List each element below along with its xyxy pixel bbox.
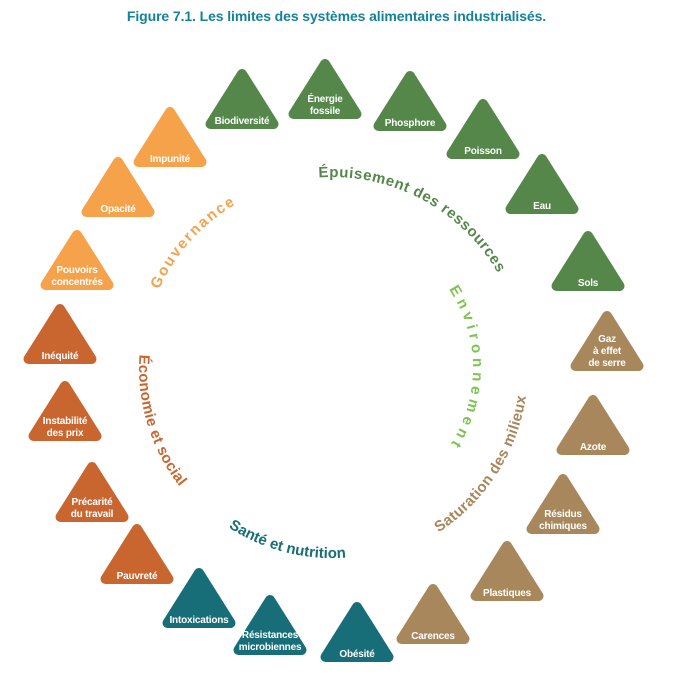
limit-label: Inéquité [42,351,79,362]
limit-label: Poisson [464,146,502,157]
limit-label: chimiques [539,521,587,532]
triangle-icon [55,462,129,522]
triangle-icon [556,395,630,455]
limit-label: Plastiques [483,588,532,599]
limit-intoxications: Intoxications [162,568,236,628]
limit-obesite: Obésité [320,602,394,662]
triangle-icon [446,99,520,159]
triangle-icon [320,602,394,662]
triangle-icon [526,474,600,534]
limit-pauvrete: Pauvreté [100,524,174,584]
triangle-icon [81,157,155,217]
triangle-icon [570,311,644,371]
limit-label: Résistances [242,630,299,641]
triangle-icon [133,107,207,167]
limit-label: Gaz [598,334,616,345]
triangle-icon [28,381,102,441]
category-label-sante-et-nutrition: Santé et nutrition [226,516,346,562]
limit-label: Pauvreté [117,571,158,582]
triangle-icon [162,568,236,628]
triangle-icon [505,154,579,214]
limit-impunite: Impunité [133,107,207,167]
limit-label: à effet [593,346,622,357]
figure-title: Figure 7.1. Les limites des systèmes ali… [126,8,547,24]
category-label-epuisement-des-ressources: Épuisement des ressources [318,164,509,276]
limit-azote: Azote [556,395,630,455]
triangle-icon [288,59,362,119]
limit-phosphore: Phosphore [373,71,447,131]
limit-label: Eau [533,201,551,212]
limit-sols: Sols [551,231,625,291]
limit-label: Impunité [150,154,191,165]
limit-label: Obésité [339,649,375,660]
triangle-icon [40,230,114,290]
category-label-environnement: Environnement [445,282,486,454]
category-label-gouvernance: Gouvernance [147,192,239,291]
limit-label: concentrés [51,277,103,288]
triangle-icon [396,584,470,644]
limit-label: de serre [588,358,626,369]
limit-label: Intoxications [169,615,229,626]
limit-opacite: Opacité [81,157,155,217]
triangle-icon [233,595,307,655]
limit-label: fossile [310,106,341,117]
limit-label: Pouvoirs [56,265,98,276]
limit-label: Énergie [307,92,343,105]
limit-label: des prix [47,428,84,439]
limit-label: Opacité [100,204,136,215]
limit-label: microbiennes [239,642,302,653]
triangle-icon [551,231,625,291]
limit-plastiques: Plastiques [470,541,544,601]
limit-label: Sols [578,278,599,289]
triangle-icon [23,304,97,364]
triangle-icon [205,69,279,129]
triangle-icon [373,71,447,131]
limit-label: Carences [411,631,455,642]
limit-inequite: Inéquité [23,304,97,364]
limit-eau: Eau [505,154,579,214]
limit-label: Phosphore [385,118,436,129]
limit-label: Précarité [71,497,113,508]
limit-label: Résidus [544,509,582,520]
triangle-icon [100,524,174,584]
limit-label: Instabilité [43,416,88,427]
limit-label: Azote [580,442,607,453]
limit-poisson: Poisson [446,99,520,159]
category-label-saturation-des-milieux: Saturation des milieux [431,394,530,536]
limit-label: du travail [71,509,114,520]
triangle-icon [470,541,544,601]
limit-biodiversite: Biodiversité [205,69,279,129]
category-label-economie-et-social: Économie et social [135,354,190,489]
limit-label: Biodiversité [215,116,270,127]
limit-carences: Carences [396,584,470,644]
